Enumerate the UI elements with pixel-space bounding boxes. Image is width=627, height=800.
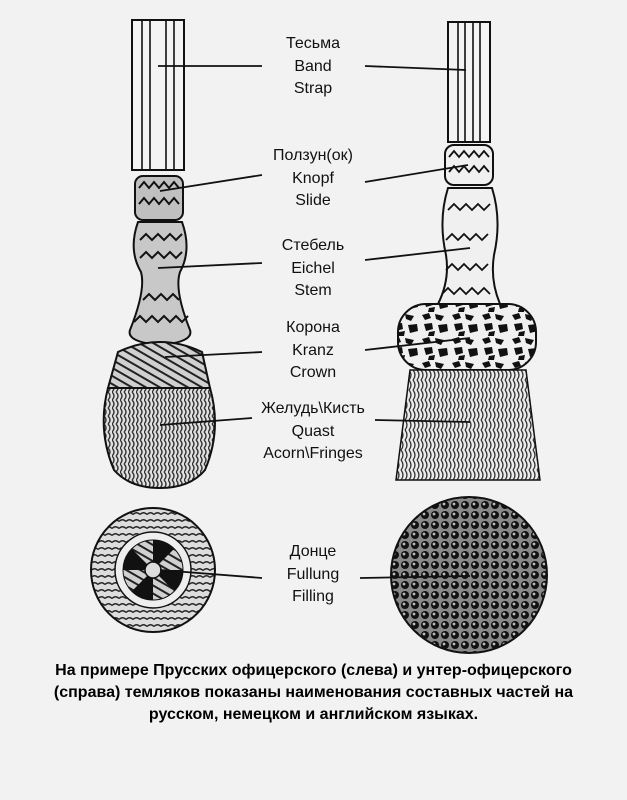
label-slide-ru: Ползун(ок) <box>273 147 353 164</box>
label-acorn-de: Quast <box>291 422 335 440</box>
label-stem: Стебель Eichel Stem <box>213 235 413 303</box>
label-band: Тесьма Band Strap <box>213 33 413 101</box>
label-stem-en: Stem <box>294 282 332 299</box>
label-crown-ru: Корона <box>286 319 340 336</box>
figure-caption: На примере Прусских офицерского (слева) … <box>53 662 574 723</box>
right-fringes <box>395 369 541 481</box>
label-crown-en: Crown <box>289 364 337 381</box>
right-strap <box>447 21 491 143</box>
label-slide-en: Slide <box>295 192 331 209</box>
right-crown <box>397 303 537 371</box>
label-acorn-en: Acorn\Fringes <box>263 445 363 462</box>
right-sword-knot <box>390 21 548 654</box>
label-filling-en: Filling <box>292 588 334 605</box>
label-filling-de: Fullung <box>286 565 340 583</box>
pointer-lines <box>157 65 471 579</box>
label-crown-de: Kranz <box>292 341 334 359</box>
right-slide <box>444 144 494 186</box>
label-acorn-ru: Желудь\Кисть <box>261 400 365 417</box>
left-acorn <box>102 387 216 490</box>
right-filling <box>390 496 548 654</box>
right-stem <box>436 187 502 305</box>
label-slide: Ползун(ок) Knopf Slide <box>213 145 413 213</box>
left-crown <box>106 341 212 389</box>
label-band-en: Strap <box>293 80 333 97</box>
label-filling-ru: Донце <box>289 543 337 560</box>
label-stem-ru: Стебель <box>281 237 345 254</box>
label-slide-de: Knopf <box>292 169 334 187</box>
sword-knot-diagram <box>90 19 548 654</box>
label-band-de: Band <box>294 57 332 75</box>
left-sword-knot <box>90 19 216 633</box>
label-crown: Корона Kranz Crown <box>213 317 413 385</box>
label-acorn: Желудь\Кисть Quast Acorn\Fringes <box>213 398 413 466</box>
label-band-ru: Тесьма <box>285 35 340 52</box>
label-stem-de: Eichel <box>291 259 335 277</box>
left-stem <box>128 221 192 347</box>
label-filling: Донце Fullung Filling <box>213 541 413 609</box>
left-strap <box>131 19 185 171</box>
